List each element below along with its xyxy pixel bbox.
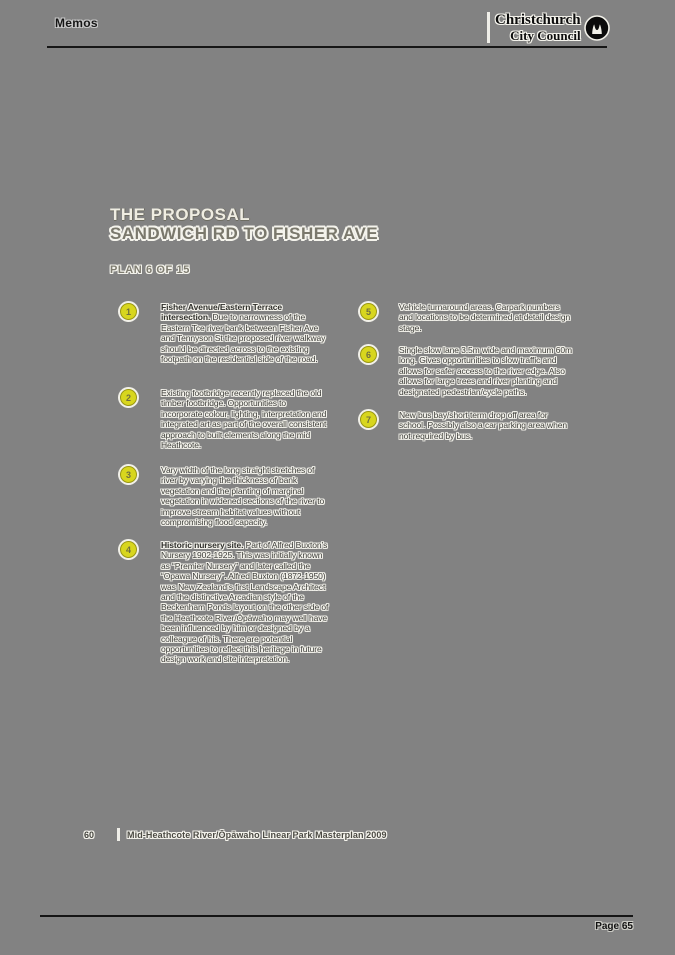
header-divider (47, 46, 607, 48)
item-body: Vary width of the long straight stretche… (161, 465, 325, 528)
document-page-number: 60 (84, 829, 95, 840)
council-logo: Christchurch City Council (487, 12, 610, 43)
proposal-title: THE PROPOSAL SANDWICH RD TO FISHER AVE (110, 205, 378, 244)
item-number-badge: 6 (360, 346, 377, 363)
item-body: Existing footbridge recently replaced th… (161, 388, 327, 451)
item-text: Historic nursery site. Part of Alfred Bu… (161, 540, 329, 665)
item-number-badge: 3 (120, 466, 137, 483)
annotation-item-4: 4 Historic nursery site. Part of Alfred … (120, 540, 329, 665)
proposal-title-line2: SANDWICH RD TO FISHER AVE (110, 224, 379, 243)
item-body: Part of Alfred Buxton’s Nursery 1902-192… (161, 540, 329, 665)
item-number-badge: 1 (120, 303, 137, 320)
pdf-page-label: Page 65 (595, 921, 633, 932)
item-lead: Fisher Avenue/Eastern Terrace intersecti… (161, 302, 283, 323)
item-number-badge: 5 (360, 303, 377, 320)
item-text: Vehicle turnaround areas. Carpark number… (399, 302, 573, 333)
annotation-item-3: 3 Vary width of the long straight stretc… (120, 465, 329, 527)
item-number-badge: 2 (120, 389, 137, 406)
item-body: Due to narrowness of the Eastern Tce riv… (161, 312, 326, 365)
annotation-item-2: 2 Existing footbridge recently replaced … (120, 388, 329, 450)
annotation-item-6: 6 Single slow lane 3.5m wide and maximum… (360, 345, 573, 397)
annotation-item-7: 7 New bus bay/short term drop off area f… (360, 410, 573, 441)
proposal-title-line1: THE PROPOSAL (110, 205, 251, 224)
logo-separator-bar (487, 12, 490, 43)
council-wordmark-line1: Christchurch (495, 12, 581, 29)
item-lead: Historic nursery site. (161, 540, 244, 550)
plan-label: PLAN 6 OF 15 (110, 264, 190, 276)
document-footer: 60 Mid-Heathcote River/Ōpāwaho Linear Pa… (84, 828, 387, 841)
item-number-badge: 4 (120, 541, 137, 558)
item-body: New bus bay/short term drop off area for… (399, 410, 567, 441)
footer-separator-bar (117, 828, 121, 841)
council-emblem-icon (583, 14, 610, 41)
council-wordmark-line2: City Council (510, 27, 581, 43)
item-text: Fisher Avenue/Eastern Terrace intersecti… (161, 302, 329, 364)
annotation-item-5: 5 Vehicle turnaround areas. Carpark numb… (360, 302, 573, 333)
item-text: Existing footbridge recently replaced th… (161, 388, 329, 450)
item-number-badge: 7 (360, 411, 377, 428)
item-body: Vehicle turnaround areas. Carpark number… (399, 302, 571, 333)
item-body: Single slow lane 3.5m wide and maximum 6… (399, 345, 572, 397)
item-text: New bus bay/short term drop off area for… (399, 410, 573, 441)
council-wordmark: Christchurch City Council (495, 12, 581, 43)
item-text: Vary width of the long straight stretche… (161, 465, 329, 527)
item-text: Single slow lane 3.5m wide and maximum 6… (399, 345, 573, 397)
document-title: Mid-Heathcote River/Ōpāwaho Linear Park … (127, 829, 387, 840)
footer-divider (40, 915, 633, 917)
page-title: Memos (55, 16, 98, 30)
annotation-item-1: 1 Fisher Avenue/Eastern Terrace intersec… (120, 302, 329, 364)
